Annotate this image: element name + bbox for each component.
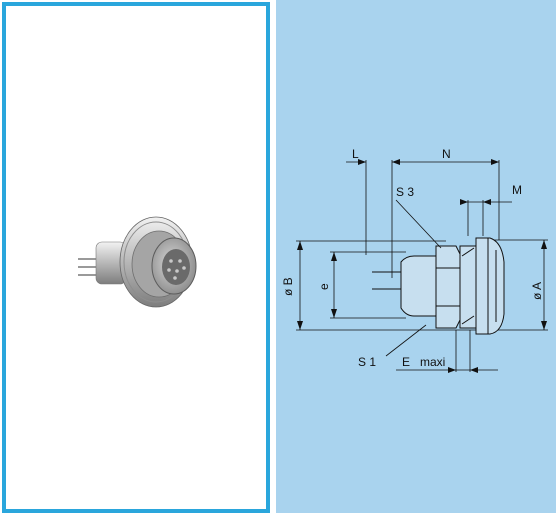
label-L: L: [352, 147, 359, 161]
dimension-arrows: [297, 159, 547, 373]
label-E: E: [402, 355, 410, 369]
label-maxi: maxi: [420, 355, 445, 369]
technical-drawing: L N M S 3 S 1 E maxi ø B e ø A: [281, 147, 548, 373]
label-phi-A: ø A: [530, 282, 544, 300]
label-phi-B: ø B: [281, 277, 295, 296]
label-M: M: [512, 183, 522, 197]
label-e: e: [317, 283, 331, 290]
label-S1: S 1: [358, 355, 376, 369]
connector-photo: [78, 216, 197, 308]
connector-pins: [78, 258, 98, 276]
connector-outline: [372, 237, 505, 335]
photo-panel: [2, 2, 270, 513]
label-N: N: [442, 147, 451, 161]
label-S3: S 3: [396, 185, 414, 199]
drawing-panel: L N M S 3 S 1 E maxi ø B e ø A: [276, 0, 556, 513]
contact-holes: [167, 259, 186, 280]
